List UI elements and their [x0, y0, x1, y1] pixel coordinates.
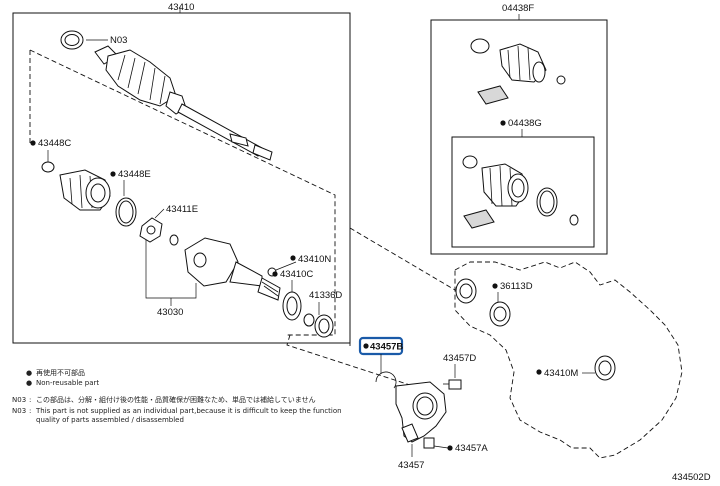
legend-en: Non-reusable part: [36, 379, 99, 387]
nonreusable-mark: [272, 271, 278, 277]
label-43030[interactable]: 43030: [157, 307, 183, 318]
clamp-43448C[interactable]: [41, 161, 55, 173]
label-43410N[interactable]: 43410N: [298, 254, 331, 265]
label-43448C[interactable]: 43448C: [38, 138, 71, 149]
legend-jp-mark: ●: [26, 369, 32, 377]
nonreusable-mark: [110, 171, 116, 177]
snap-ring-41336D-small[interactable]: [303, 313, 315, 327]
bearing-bracket-43457[interactable]: [395, 381, 447, 443]
leader-43411E: [154, 208, 165, 219]
legend-n03-en-2: quality of parts assembled / disassemble…: [36, 416, 184, 424]
seal-36113D[interactable]: [455, 278, 477, 304]
nonreusable-mark: [492, 283, 498, 289]
seal-43410M[interactable]: [594, 355, 616, 381]
bearing-43410C[interactable]: [282, 291, 302, 321]
subassembly-outline: [29, 49, 336, 336]
seal-41336D[interactable]: [314, 314, 334, 338]
nonreusable-mark: [500, 120, 506, 126]
nonreusable-mark: [363, 343, 369, 349]
label-43457B[interactable]: 43457B: [370, 342, 403, 353]
legend-jp: 再使用不可部品: [36, 368, 85, 377]
legend-n03-colon: :: [29, 396, 31, 404]
legend-n03-jp: この部品は、分解・組付け後の性能・品質確保が困難なため、単品では補給していません: [36, 395, 316, 404]
outer-boot-kit-parts[interactable]: [470, 38, 566, 105]
label-43457D[interactable]: 43457D: [443, 353, 476, 364]
legend-n03-key: N03: [12, 396, 26, 404]
snap-ring-43411E[interactable]: [169, 234, 179, 246]
label-36113D[interactable]: 36113D: [500, 281, 533, 292]
label-43448E[interactable]: 43448E: [118, 169, 151, 180]
nonreusable-mark: [447, 445, 453, 451]
snap-ring-43457B[interactable]: [375, 371, 397, 389]
inner-joint-housing[interactable]: [184, 237, 281, 301]
connector-dash-1: [349, 227, 456, 291]
label-43410M[interactable]: 43410M: [544, 368, 578, 379]
nonreusable-mark: [536, 369, 542, 375]
assembly-frame-43410: [12, 12, 351, 344]
bolt-43457A[interactable]: [423, 437, 449, 449]
inner-boot-kit-parts[interactable]: [462, 155, 579, 229]
transaxle-housing: [454, 261, 683, 459]
label-41336D[interactable]: 41336D: [309, 290, 342, 301]
inner-boot-43448E[interactable]: [59, 169, 111, 211]
label-43411E[interactable]: 43411E: [166, 204, 198, 215]
leader-43410N: [275, 261, 297, 271]
bolt-43457D[interactable]: [443, 379, 462, 390]
legend-n03-key-en: N03: [12, 407, 26, 415]
nonreusable-mark: [30, 140, 36, 146]
legend-en-mark: ●: [26, 379, 32, 387]
label-n03[interactable]: N03: [110, 35, 127, 46]
legend-n03-colon-en: :: [29, 407, 31, 415]
label-43457A[interactable]: 43457A: [455, 443, 488, 454]
label-43410C[interactable]: 43410C: [280, 269, 313, 280]
label-04438F[interactable]: 04438F: [502, 3, 534, 14]
figure-code: 434502D: [672, 472, 711, 483]
label-43457[interactable]: 43457: [398, 460, 424, 471]
tripod-joint-43411E[interactable]: [139, 217, 163, 243]
label-43410[interactable]: 43410: [168, 2, 194, 13]
label-04438G[interactable]: 04438G: [508, 118, 542, 129]
connector-dash-2: [286, 334, 411, 386]
housing-port: [489, 301, 511, 327]
kit-frame-04438G: [451, 136, 595, 248]
legend-n03-en-1: This part is not supplied as an individu…: [35, 407, 342, 415]
outer-cv-joint-shaft[interactable]: [60, 30, 273, 161]
nonreusable-mark: [290, 255, 296, 261]
